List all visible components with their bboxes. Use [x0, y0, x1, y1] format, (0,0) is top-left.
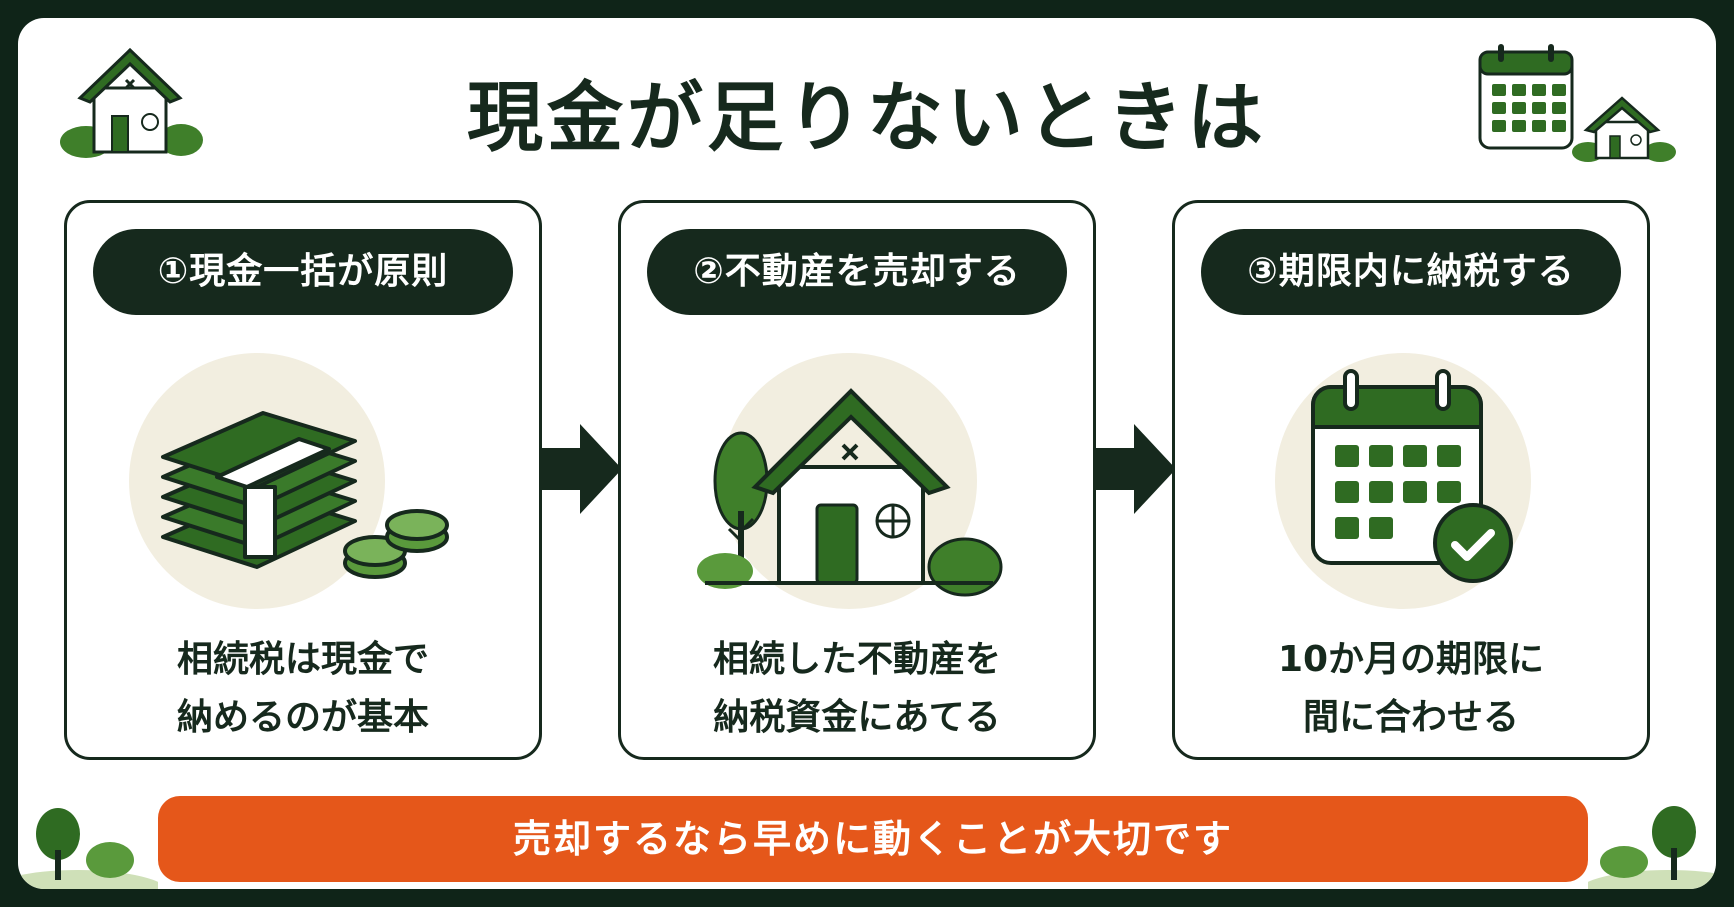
step-label: ②不動産を売却する: [647, 229, 1067, 315]
page-title: 現金が足りないときは: [467, 73, 1267, 162]
step-description-line: 相続税は現金で: [176, 639, 429, 680]
step-description-line: 納めるのが基本: [176, 697, 429, 738]
step-description: 相続税は現金で 納めるのが基本: [67, 631, 539, 747]
step-card-2: ②不動産を売却する 相続した不動産を 納税資金にあてる: [618, 200, 1096, 760]
money-stack-icon: [129, 353, 449, 609]
infographic-frame: 現金が足りないときは ①現金一括が原則: [18, 18, 1716, 889]
tree-decoration-icon: [18, 808, 158, 889]
call-to-action-banner: 売却するなら早めに動くことが大切です: [158, 796, 1588, 882]
arrow-right-icon: [540, 424, 622, 514]
calendar-decoration-icon: [1478, 44, 1676, 162]
tree-decoration-icon: [1588, 806, 1716, 889]
house-decoration-icon: [60, 47, 203, 158]
step-description-line: 納税資金にあてる: [713, 697, 1001, 738]
calendar-check-icon: [1275, 353, 1531, 609]
step-description: 10か月の期限に 間に合わせる: [1175, 631, 1647, 747]
step-card-3: ③期限内に納税する 10か月の期限に 間に合わせる: [1172, 200, 1650, 760]
step-description-line: 間に合わせる: [1302, 697, 1519, 738]
step-label: ③期限内に納税する: [1201, 229, 1621, 315]
arrow-right-icon: [1094, 424, 1176, 514]
step-label: ①現金一括が原則: [93, 229, 513, 315]
step-card-1: ①現金一括が原則 相続税は現金で 納めるのが基本: [64, 200, 542, 760]
step-description-line: 10か月の期限に: [1277, 639, 1545, 680]
house-icon: [697, 353, 1003, 609]
step-description-line: 相続した不動産を: [712, 639, 1001, 680]
step-description: 相続した不動産を 納税資金にあてる: [621, 631, 1093, 747]
